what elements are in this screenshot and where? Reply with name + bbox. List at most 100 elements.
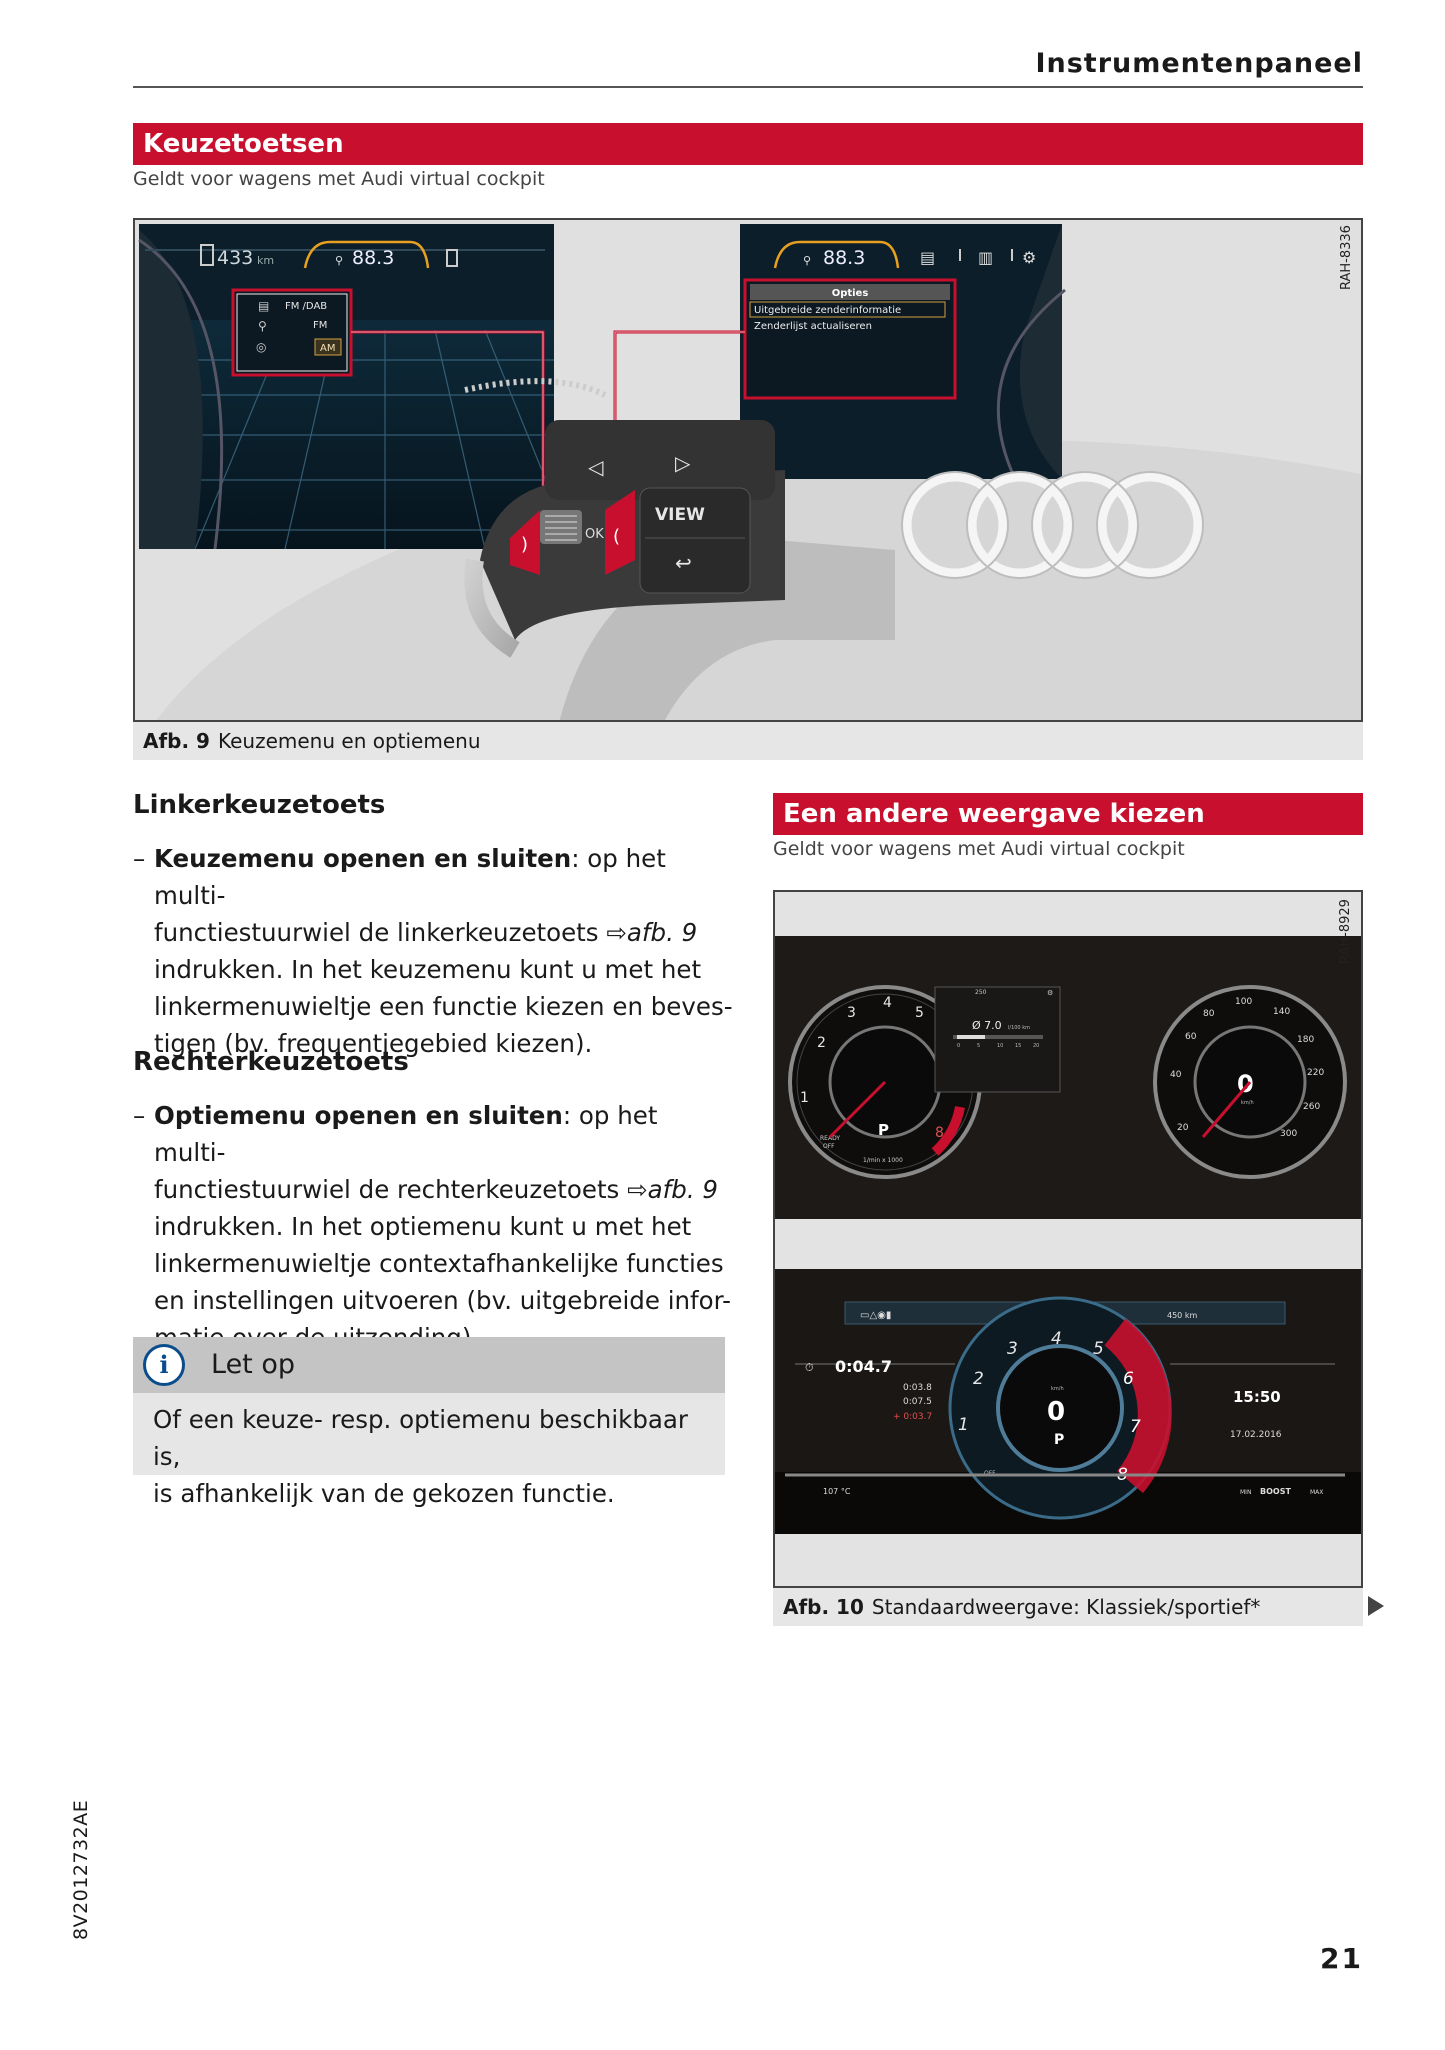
svg-text:5: 5 [1093, 1339, 1104, 1359]
options-title: Opties [832, 288, 869, 299]
rpm-unit: 1/min x 1000 [863, 1157, 903, 1164]
svg-text:260: 260 [1303, 1102, 1320, 1112]
chapter-title: Instrumentenpaneel [1035, 48, 1363, 79]
document-code: 8V2012732AE [70, 1799, 92, 1940]
left-frequency: 88.3 [352, 247, 394, 269]
figure-10-illustration: 1 2 3 4 5 6 7 8 P READY OFF 1/min x 1000… [775, 892, 1361, 1586]
svg-text:40: 40 [1170, 1070, 1182, 1080]
map-icon: ▥ [978, 248, 993, 267]
back-arrow-icon: ↩ [675, 551, 692, 575]
svg-text:0: 0 [957, 1043, 960, 1049]
fm-antenna-icon: ⚲ [258, 319, 267, 333]
figure-10-caption-text: Standaardweergave: Klassiek/sportief* [871, 1595, 1261, 1619]
classic-rpm-gauge: 1 2 3 4 5 6 7 8 P READY OFF 1/min x 1000 [788, 985, 982, 1179]
left-select-button-glyph: ) [521, 534, 528, 555]
ref-afb-9-link-2[interactable]: ⇨afb. 9 [627, 1175, 718, 1204]
svg-text:MAX: MAX [1310, 1489, 1323, 1496]
coolant-temp: 107 °C [823, 1487, 851, 1496]
boost-label: BOOST [1260, 1487, 1291, 1496]
section-title-weergave: Een andere weergave kiezen [773, 793, 1363, 835]
ref-afb-9-link[interactable]: ⇨afb. 9 [606, 918, 698, 947]
radio-list-icon: ▤ [920, 248, 935, 267]
svg-text:5: 5 [977, 1043, 980, 1049]
classic-range: 250 [975, 989, 987, 996]
classic-tool-icon: ⚙ [1047, 989, 1053, 997]
svg-text:0:03.8: 0:03.8 [903, 1383, 932, 1393]
sport-clock: 15:50 [1233, 1388, 1281, 1406]
svg-text:20: 20 [1177, 1123, 1189, 1133]
sport-lap-time: 0:04.7 [835, 1357, 892, 1376]
options-item-extended-info: Uitgebreide zenderinformatie [754, 305, 901, 316]
svg-text:140: 140 [1273, 1007, 1290, 1017]
classic-off-label: OFF [823, 1143, 835, 1150]
svg-text:180: 180 [1297, 1035, 1314, 1045]
left-range-value: 433 [217, 247, 253, 269]
sport-gear: P [1054, 1432, 1064, 1448]
paragraph-left-button: – Keuzemenu openen en sluiten: op het mu… [133, 844, 733, 1058]
svg-text:3: 3 [847, 1005, 856, 1021]
antenna-icon-right: ⚲ [803, 254, 811, 267]
svg-text:3: 3 [1007, 1339, 1018, 1359]
svg-text:1: 1 [958, 1415, 969, 1435]
note-title: Let op [211, 1349, 296, 1380]
svg-text:8: 8 [935, 1125, 944, 1141]
svg-text:20: 20 [1033, 1043, 1039, 1049]
options-item-update-list: Zenderlijst actualiseren [754, 321, 872, 332]
svg-text:60: 60 [1185, 1032, 1197, 1042]
section-title-keuzetoetsen: Keuzetoetsen [133, 123, 1363, 165]
note-header: i Let op [133, 1337, 725, 1393]
page-number: 21 [1320, 1942, 1363, 1975]
p2-bold: Optiemenu openen en sluiten [154, 1101, 563, 1130]
svg-text:2: 2 [817, 1035, 826, 1051]
figure-9-number: Afb. 9 [143, 729, 210, 753]
sport-icons-left: ▭△◉▮ [860, 1310, 891, 1321]
sport-date: 17.02.2016 [1230, 1430, 1282, 1440]
svg-text:MIN: MIN [1240, 1489, 1251, 1496]
consumption-unit: l/100 km [1008, 1025, 1030, 1031]
svg-text:300: 300 [1280, 1129, 1297, 1139]
continue-arrow-icon [1368, 1596, 1384, 1616]
stopwatch-icon: ⏱ [805, 1361, 814, 1374]
heading-rechterkeuzetoets: Rechterkeuzetoets [133, 1047, 409, 1077]
figure-9: 433 km ⚲ 88.3 FM /DAB FM AM ▤ ⚲ ◎ ⚲ 88.3… [133, 218, 1363, 722]
svg-text:2: 2 [973, 1369, 984, 1389]
sport-rpm-gauge: 1 2 3 4 5 6 7 8 0 km/h P OFF [948, 1296, 1172, 1520]
menu-item-am: AM [320, 343, 335, 354]
note-body: Of een keuze- resp. optiemenu beschikbaa… [153, 1405, 688, 1508]
svg-text:10: 10 [997, 1043, 1003, 1049]
svg-text:4: 4 [1051, 1329, 1062, 1349]
info-icon: i [143, 1344, 185, 1386]
svg-text:7: 7 [1130, 1417, 1141, 1437]
paragraph-right-button: – Optiemenu openen en sluiten: op het mu… [133, 1101, 732, 1352]
heading-linkerkeuzetoets: Linkerkeuzetoets [133, 790, 386, 820]
p1-bold: Keuzemenu openen en sluiten [154, 844, 572, 873]
left-arrow-button: ◁ [587, 455, 604, 479]
figure-10: 1 2 3 4 5 6 7 8 P READY OFF 1/min x 1000… [773, 890, 1363, 1588]
section-applicability-note: Geldt voor wagens met Audi virtual cockp… [133, 168, 545, 190]
consumption-value: Ø 7.0 [972, 1019, 1002, 1032]
figure-9-illustration: 433 km ⚲ 88.3 FM /DAB FM AM ▤ ⚲ ◎ ⚲ 88.3… [135, 220, 1361, 720]
figure-9-caption-text: Keuzemenu en optiemenu [217, 729, 481, 753]
am-wave-icon: ◎ [256, 340, 266, 354]
svg-text:1: 1 [800, 1090, 809, 1106]
svg-text:0:07.5: 0:07.5 [903, 1397, 932, 1407]
settings-gear-icon: ⚙ [1022, 248, 1036, 267]
menu-item-fmdab: FM /DAB [285, 301, 327, 312]
svg-text:+ 0:03.7: + 0:03.7 [893, 1412, 932, 1422]
svg-text:80: 80 [1203, 1009, 1215, 1019]
classic-speed-gauge: 0 km/h 20 40 60 80 100 140 180 220 260 3… [1153, 985, 1347, 1179]
svg-text:6: 6 [1123, 1369, 1134, 1389]
section2-applicability-note: Geldt voor wagens met Audi virtual cockp… [773, 838, 1185, 860]
svg-text:km/h: km/h [1051, 1386, 1064, 1392]
left-range-unit: km [257, 254, 274, 267]
svg-text:km/h: km/h [1241, 1100, 1254, 1106]
figure-9-code: RAH-8336 [1339, 225, 1354, 290]
view-button: VIEW [655, 505, 705, 525]
figure-10-code: RAH-8929 [1338, 899, 1353, 964]
svg-text:100: 100 [1235, 997, 1252, 1007]
note-box: i Let op Of een keuze- resp. optiemenu b… [133, 1337, 725, 1508]
figure-9-caption: Afb. 9 Keuzemenu en optiemenu [133, 722, 1363, 760]
right-frequency: 88.3 [823, 247, 865, 269]
right-arrow-button: ▷ [675, 451, 691, 475]
svg-text:5: 5 [915, 1005, 924, 1021]
